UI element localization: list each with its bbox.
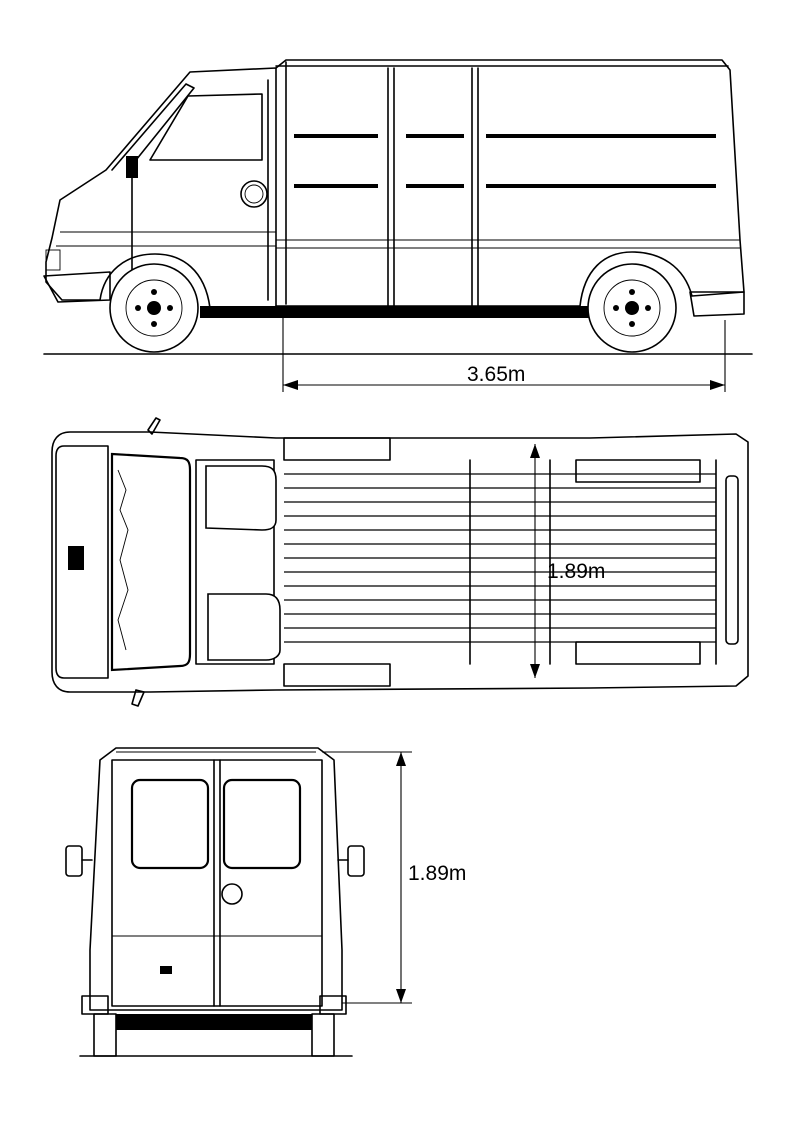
rear-axle (116, 1014, 312, 1030)
top-outline (51, 431, 749, 693)
top-view-drawing (51, 417, 749, 707)
width-label: 1.89m (547, 560, 606, 583)
wheel-arch-left (575, 459, 701, 483)
rear-doors (111, 759, 323, 1007)
rear-window-right (222, 778, 302, 870)
side-ribs (294, 134, 716, 188)
passenger-seat (207, 593, 281, 661)
wiper (117, 469, 129, 651)
side-view-drawing (43, 59, 753, 392)
cargo-floor-slats (284, 473, 716, 643)
cab-floor (195, 459, 275, 665)
cab-side-window (149, 93, 263, 161)
number-plate-light (160, 966, 172, 974)
rear-step (725, 475, 739, 645)
length-label: 3.65m (467, 363, 526, 386)
rear-wheel-left (93, 1013, 117, 1057)
width-dimension (530, 444, 540, 678)
height-label: 1.89m (408, 862, 467, 885)
side-mirror (126, 156, 138, 178)
rear-body-outline (89, 747, 343, 1011)
height-dimension (322, 751, 412, 1004)
headlight (45, 249, 61, 271)
rear-wheel (587, 263, 677, 353)
windscreen-pillar (111, 83, 195, 171)
rear-mirror-left (65, 845, 83, 877)
wheel-arch-right (575, 641, 701, 665)
length-dimension (282, 308, 726, 392)
rail-right-front (283, 663, 391, 687)
driver-seat (205, 465, 277, 531)
rear-wheel-right (311, 1013, 335, 1057)
rear-bumper (689, 291, 745, 317)
mirror-left (147, 417, 161, 435)
tail-light-left (81, 995, 109, 1015)
grille-emblem (68, 546, 84, 570)
rail-left-front (283, 437, 391, 461)
fuel-cap-inner (244, 184, 264, 204)
rear-mirror-right (347, 845, 365, 877)
front-wheel (109, 263, 199, 353)
mirror-right (131, 689, 145, 707)
bonnet (55, 445, 109, 679)
rear-window-left (130, 778, 210, 870)
door-handle (221, 883, 243, 905)
chassis-rail (200, 306, 590, 318)
windscreen (110, 452, 192, 672)
fuel-cap (240, 180, 268, 208)
